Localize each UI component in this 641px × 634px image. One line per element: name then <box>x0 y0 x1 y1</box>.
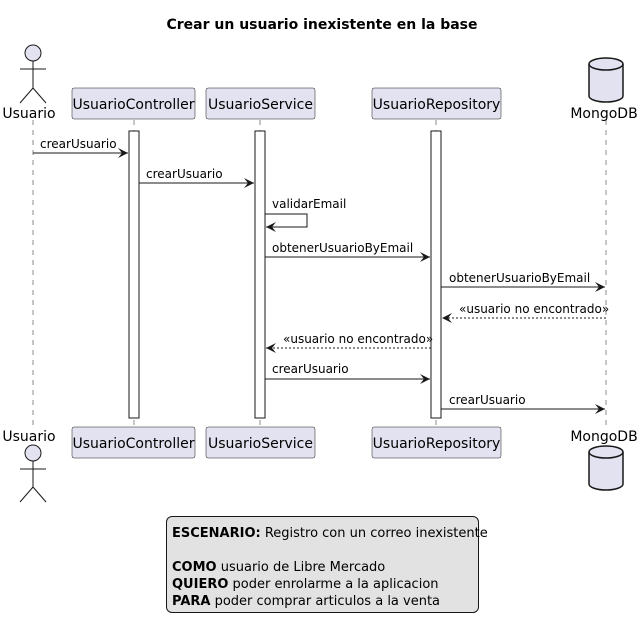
message-label: crearUsuario <box>40 137 117 151</box>
note-spacer <box>172 542 473 559</box>
participant-service-top <box>205 87 316 120</box>
note-escenario-line: ESCENARIO: Registro con un correo inexis… <box>172 525 488 542</box>
messages <box>33 148 606 414</box>
participant-controller-top <box>71 87 196 120</box>
note-como-key: COMO <box>172 560 217 575</box>
participant-usuario-top-label: Usuario <box>2 106 55 122</box>
note-para-line: PARA poder comprar articulos a la venta <box>172 593 473 610</box>
actor-usuario-top <box>19 44 47 104</box>
message-label: obtenerUsuarioByEmail <box>272 241 413 255</box>
message-label: obtenerUsuarioByEmail <box>449 271 590 285</box>
scenario-note: ESCENARIO: Registro con un correo inexis… <box>166 516 488 613</box>
actor-usuario-bottom <box>19 444 47 503</box>
participant-service-bottom <box>205 426 316 459</box>
participant-service-top-label: UsuarioService <box>208 97 313 113</box>
participant-repository-top <box>371 87 502 120</box>
note-para-text: poder comprar articulos a la venta <box>210 594 441 609</box>
note-como-line: COMO usuario de Libre Mercado <box>172 559 473 576</box>
diagram-title: Crear un usuario inexistente en la base <box>166 17 477 33</box>
message-label: «usuario no encontrado» <box>459 302 609 316</box>
activation-repository <box>430 130 442 419</box>
message-label: crearUsuario <box>272 362 349 376</box>
message-label: crearUsuario <box>449 393 526 407</box>
activation-controller <box>128 130 140 419</box>
participant-controller-bottom <box>71 426 196 459</box>
note-quiero-line: QUIERO poder enrolarme a la aplicacion <box>172 576 473 593</box>
participant-controller-bottom-label: UsuarioController <box>72 436 194 452</box>
note-escenario-text: Registro con un correo inexistente <box>260 526 488 541</box>
message-label: «usuario no encontrado» <box>283 332 433 346</box>
participant-repository-bottom <box>371 426 502 459</box>
actor-head-icon <box>24 444 42 462</box>
note-escenario-key: ESCENARIO: <box>172 526 261 541</box>
message-arrow-self <box>265 213 308 232</box>
message-label: validarEmail <box>272 197 346 211</box>
database-icon <box>588 445 624 491</box>
note-quiero-key: QUIERO <box>172 577 229 592</box>
database-mongo-top <box>588 57 624 103</box>
note-quiero-text: poder enrolarme a la aplicacion <box>228 577 439 592</box>
note-como-text: usuario de Libre Mercado <box>216 560 386 575</box>
participant-repository-bottom-label: UsuarioRepository <box>373 436 501 452</box>
participant-mongo-top-label: MongoDB <box>570 106 637 122</box>
database-icon <box>588 57 624 103</box>
activation-service <box>254 130 266 419</box>
database-mongo-bottom <box>588 445 624 491</box>
participant-repository-top-label: UsuarioRepository <box>373 97 501 113</box>
participant-service-bottom-label: UsuarioService <box>208 436 313 452</box>
participant-controller-top-label: UsuarioController <box>72 97 194 113</box>
actor-head-icon <box>24 44 42 62</box>
note-para-key: PARA <box>172 594 211 609</box>
message-label: crearUsuario <box>146 167 223 181</box>
participant-usuario-bottom-label: Usuario <box>2 429 55 445</box>
participant-mongo-bottom-label: MongoDB <box>570 429 637 445</box>
